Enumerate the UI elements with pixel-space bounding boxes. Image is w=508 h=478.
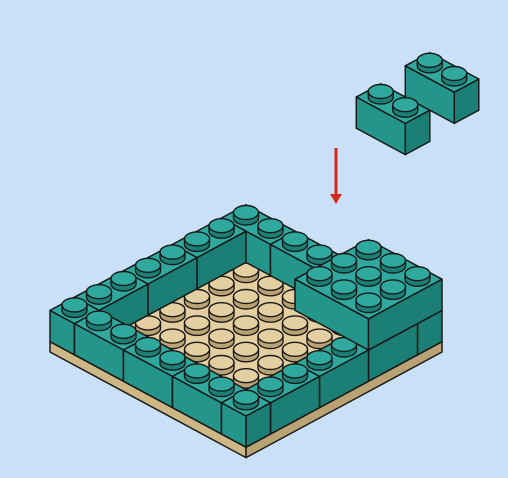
stud	[209, 303, 234, 323]
stud-top	[405, 267, 430, 281]
stud-top	[136, 258, 161, 272]
stud	[209, 329, 234, 349]
stud-top	[234, 316, 259, 330]
stud	[234, 342, 259, 362]
stud	[332, 254, 357, 274]
stud	[283, 232, 308, 252]
stud	[405, 267, 430, 287]
stud	[185, 364, 210, 384]
stud-top	[160, 351, 185, 365]
stud	[258, 303, 283, 323]
stud-top	[87, 285, 112, 299]
stud	[258, 219, 283, 239]
stud	[160, 245, 185, 265]
arrow-head	[330, 194, 342, 204]
stud-top	[307, 329, 332, 343]
stud-top	[381, 254, 406, 268]
stud	[381, 280, 406, 300]
stud-top	[234, 369, 259, 383]
stud-top	[307, 267, 332, 281]
stud	[185, 232, 210, 252]
stud	[332, 280, 357, 300]
stud-top	[442, 67, 467, 81]
stud	[87, 311, 112, 331]
stud-top	[258, 356, 283, 370]
stud	[393, 98, 418, 117]
stud-top	[160, 329, 185, 343]
stud	[209, 377, 234, 397]
stud-top	[111, 272, 136, 286]
stud	[209, 219, 234, 239]
stud-top	[136, 338, 161, 352]
stud	[234, 390, 259, 410]
stud-top	[234, 342, 259, 356]
stud-top	[209, 303, 234, 317]
stud-top	[307, 245, 332, 259]
stud	[417, 53, 442, 73]
stud	[307, 267, 332, 287]
stud-top	[381, 280, 406, 294]
stud-top	[258, 377, 283, 391]
stud	[442, 67, 467, 87]
incoming-bracket-brick	[356, 53, 479, 155]
stud	[381, 254, 406, 274]
stud-top	[160, 245, 185, 259]
stud-top	[393, 98, 418, 112]
stud-top	[185, 232, 210, 246]
stud-top	[209, 356, 234, 370]
stud	[258, 329, 283, 349]
stud-top	[258, 329, 283, 343]
stud-top	[234, 290, 259, 304]
stud	[356, 240, 381, 260]
stud-top	[356, 293, 381, 307]
stud-top	[283, 364, 308, 378]
stud-top	[283, 232, 308, 246]
stud-top	[368, 85, 393, 99]
stud	[368, 85, 393, 105]
stud-top	[111, 324, 136, 338]
stud-top	[62, 298, 87, 312]
stud-top	[185, 364, 210, 378]
stud	[160, 351, 185, 371]
stud	[258, 377, 283, 397]
stud	[356, 267, 381, 287]
stud	[234, 316, 259, 336]
stud	[111, 324, 136, 344]
stud-top	[307, 351, 332, 365]
stud	[283, 316, 308, 336]
stud-top	[185, 316, 210, 330]
stud-top	[356, 240, 381, 254]
stud	[136, 258, 161, 278]
stud-top	[417, 53, 442, 67]
stud	[283, 364, 308, 384]
stud	[185, 316, 210, 336]
stud	[307, 351, 332, 371]
stud	[111, 272, 136, 292]
stud	[234, 290, 259, 310]
stud-top	[258, 219, 283, 233]
stud-top	[234, 390, 259, 404]
stud-top	[234, 206, 259, 220]
stud-top	[332, 254, 357, 268]
stud	[62, 298, 87, 318]
stud-top	[258, 303, 283, 317]
stud-top	[185, 342, 210, 356]
stud	[87, 285, 112, 305]
stud-top	[283, 342, 308, 356]
stud-top	[209, 377, 234, 391]
stud-top	[283, 316, 308, 330]
placement-arrow	[330, 148, 342, 204]
stud	[356, 293, 381, 313]
stud-top	[209, 219, 234, 233]
stud-top	[209, 329, 234, 343]
stud-top	[356, 267, 381, 281]
stud-top	[87, 311, 112, 325]
stud	[136, 338, 161, 358]
stud	[234, 206, 259, 226]
stud-top	[332, 280, 357, 294]
